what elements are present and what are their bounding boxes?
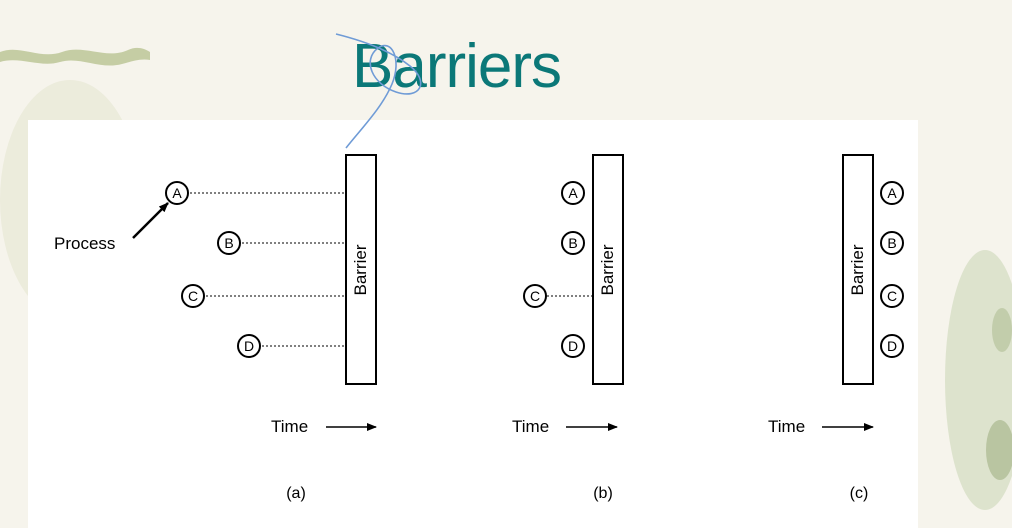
leaf-right-b [992,308,1012,352]
slide-title: Barriers [352,32,562,101]
process-node-b: B [880,231,904,255]
process-label: C [188,288,198,304]
process-label: D [887,338,897,354]
barrier-label: Barrier [848,244,867,295]
process-label: D [244,338,254,354]
leaf-right-a [986,420,1012,480]
process-node-c: C [181,284,205,308]
process-node-a: A [561,181,585,205]
process-node-c: C [880,284,904,308]
panel-caption: (c) [850,485,869,502]
barrier-label: Barrier [598,244,617,295]
panel-c: Barrier A B C D Time (c) [768,154,904,502]
barrier-box [592,154,624,385]
process-label: A [887,185,897,201]
process-node-c: C [523,284,547,308]
process-node-a: A [165,181,189,205]
process-label: D [568,338,578,354]
process-label: B [887,235,896,251]
process-callout-arrow [132,202,169,239]
pen-scribble [335,33,422,149]
process-callout-label: Process [54,234,115,253]
process-node-b: B [217,231,241,255]
process-label: A [172,185,182,201]
process-label: B [224,235,233,251]
barrier-box [842,154,874,385]
time-label: Time [512,417,549,436]
process-node-d: D [561,334,585,358]
process-label: C [530,288,540,304]
process-label: B [568,235,577,251]
time-label: Time [768,417,805,436]
panel-caption: (b) [593,485,613,502]
process-node-d: D [880,334,904,358]
process-node-d: D [237,334,261,358]
barrier-box [345,154,377,385]
process-node-b: B [561,231,585,255]
time-label: Time [271,417,308,436]
panel-b: Barrier A B C D Time (b) [512,154,624,502]
process-label: A [568,185,578,201]
barrier-label: Barrier [351,244,370,295]
process-label: C [887,288,897,304]
panel-caption: (a) [286,485,306,502]
panel-a: Barrier A B C D Process Time (a) [54,154,377,502]
process-node-a: A [880,181,904,205]
vine-decoration [0,47,150,66]
